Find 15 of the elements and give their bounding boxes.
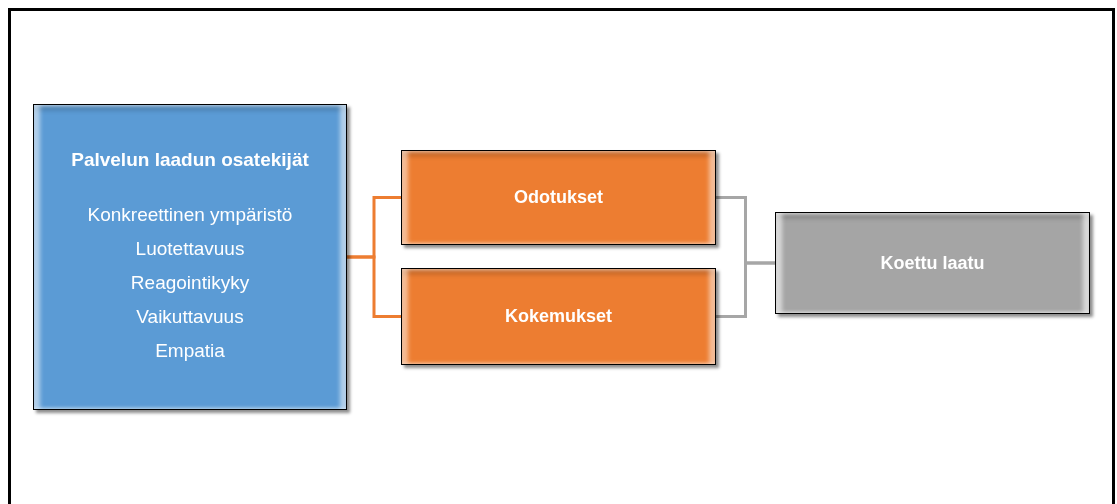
box-text: Vaikuttavuus (136, 305, 244, 330)
box-text: Empatia (155, 339, 225, 364)
box-heading: Kokemukset (504, 305, 612, 328)
process-box (401, 268, 716, 365)
process-box (775, 212, 1090, 314)
box-heading: Odotukset (514, 186, 603, 209)
process-box (401, 150, 716, 245)
box-text: Reagointikyky (130, 271, 250, 296)
process-box (33, 104, 347, 410)
connector-line (347, 255, 401, 318)
box-text: Konkreettinen ympäristö (87, 203, 293, 228)
box-heading: Koettu laatu (880, 251, 985, 275)
connector-line (716, 261, 775, 318)
box-text: Luotettavuus (135, 237, 245, 262)
box-heading: Palvelun laadun osatekijät (71, 147, 309, 172)
